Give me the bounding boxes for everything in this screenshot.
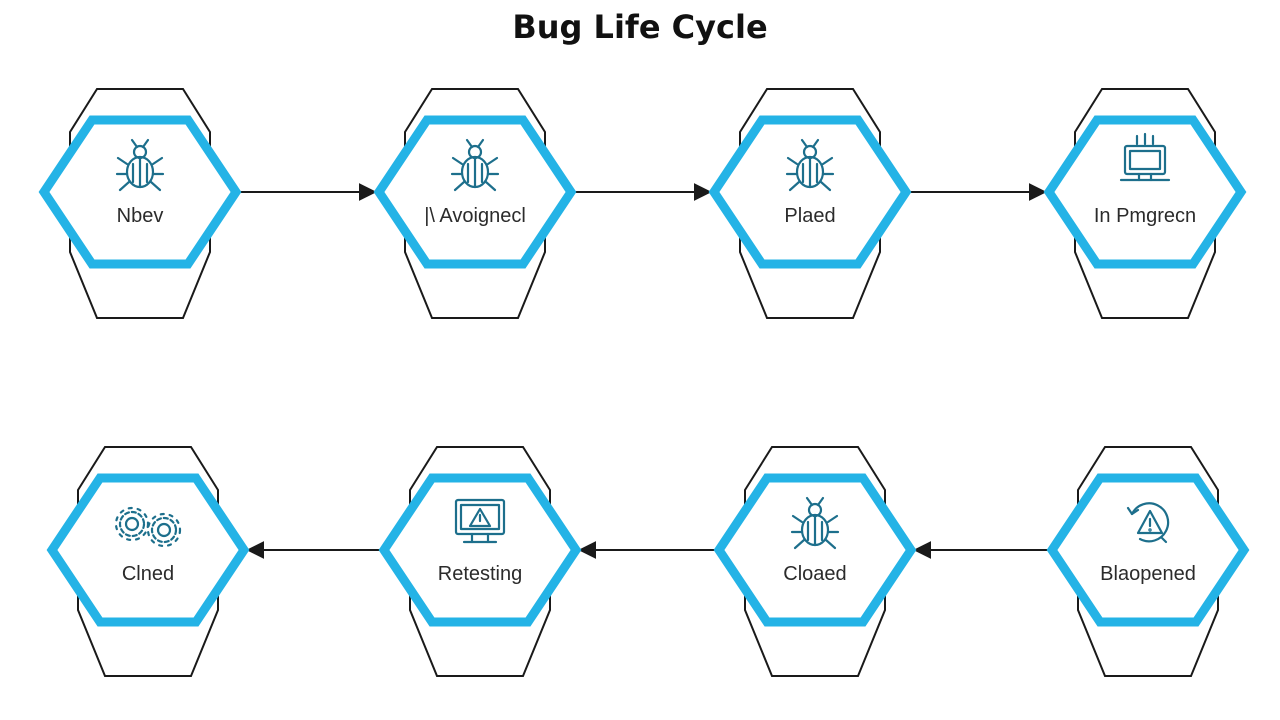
- node-hexagon: [378, 473, 582, 627]
- node-hexagon: [1043, 115, 1247, 269]
- state-node: Retesting: [378, 446, 582, 677]
- node-hexagon: [1046, 473, 1250, 627]
- node-hexagon: [46, 473, 250, 627]
- state-node: Plaed: [708, 88, 912, 319]
- state-node: In Pmgrecn: [1043, 88, 1247, 319]
- state-node: Nbev: [38, 88, 242, 319]
- state-node: Cloaed: [713, 446, 917, 677]
- node-label: Clned: [122, 563, 174, 585]
- node-hexagon: [713, 473, 917, 627]
- node-label: Cloaed: [783, 563, 846, 585]
- node-label: Plaed: [784, 205, 835, 227]
- node-label: Blaopened: [1100, 563, 1196, 585]
- node-hexagon: [38, 115, 242, 269]
- node-label: Nbev: [117, 205, 164, 227]
- node-hexagon: [708, 115, 912, 269]
- node-label: In Pmgrecn: [1094, 205, 1196, 227]
- node-hexagon: [373, 115, 577, 269]
- edges-layer: [240, 183, 1048, 559]
- state-node: Clned: [46, 446, 250, 677]
- state-node: Blaopened: [1046, 446, 1250, 677]
- state-node: |\ Avoignecl: [373, 88, 577, 319]
- diagram-title: Bug Life Cycle: [512, 8, 768, 46]
- node-label: |\ Avoignecl: [424, 205, 526, 227]
- node-label: Retesting: [438, 563, 523, 585]
